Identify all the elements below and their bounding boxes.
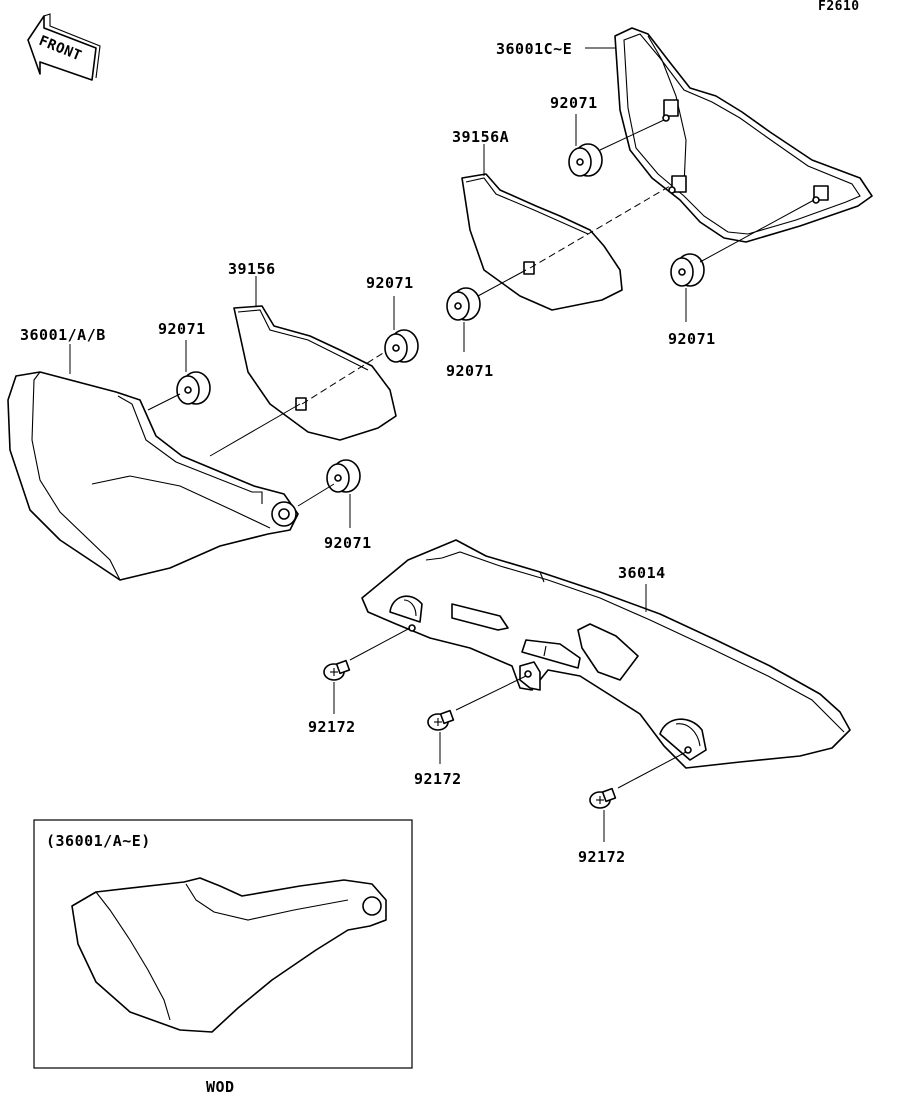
label-92172-b: 92172 bbox=[414, 770, 462, 788]
label-92071-d: 92071 bbox=[366, 274, 414, 292]
front-arrow-icon: FRONT bbox=[27, 13, 101, 81]
chain-cover bbox=[361, 539, 851, 769]
label-92071-a: 92071 bbox=[550, 94, 598, 112]
label-39156: 39156 bbox=[228, 260, 276, 278]
grommet-left-front bbox=[176, 371, 211, 405]
grommet-plate-a bbox=[446, 287, 481, 321]
label-92071-e: 92071 bbox=[158, 320, 206, 338]
label-36014: 36014 bbox=[618, 564, 666, 582]
label-39156a: 39156A bbox=[452, 128, 509, 146]
grommet-top-right bbox=[568, 143, 603, 177]
label-92071-f: 92071 bbox=[324, 534, 372, 552]
plate-39156 bbox=[233, 305, 397, 441]
label-92172-a: 92172 bbox=[308, 718, 356, 736]
grommet-right-middle bbox=[670, 253, 705, 287]
label-92071-c: 92071 bbox=[446, 362, 494, 380]
bolt-right bbox=[589, 787, 617, 809]
figure-id: F2610 bbox=[818, 0, 860, 14]
label-36001-a-b: 36001/A/B bbox=[20, 326, 106, 344]
left-side-cover bbox=[7, 371, 299, 581]
grommet-plate-b bbox=[384, 329, 419, 363]
inset-box: (36001/A~E) bbox=[33, 819, 413, 1069]
label-36001c-e: 36001C~E bbox=[496, 40, 572, 58]
plate-39156a bbox=[461, 173, 623, 311]
bolt-middle bbox=[427, 709, 455, 731]
right-side-cover bbox=[614, 27, 873, 243]
inset-caption: WOD bbox=[206, 1078, 235, 1096]
bolt-left bbox=[323, 659, 351, 681]
inset-title: (36001/A~E) bbox=[46, 832, 151, 850]
grommet-left-rear bbox=[326, 459, 361, 493]
label-92071-b: 92071 bbox=[668, 330, 716, 348]
label-92172-c: 92172 bbox=[578, 848, 626, 866]
